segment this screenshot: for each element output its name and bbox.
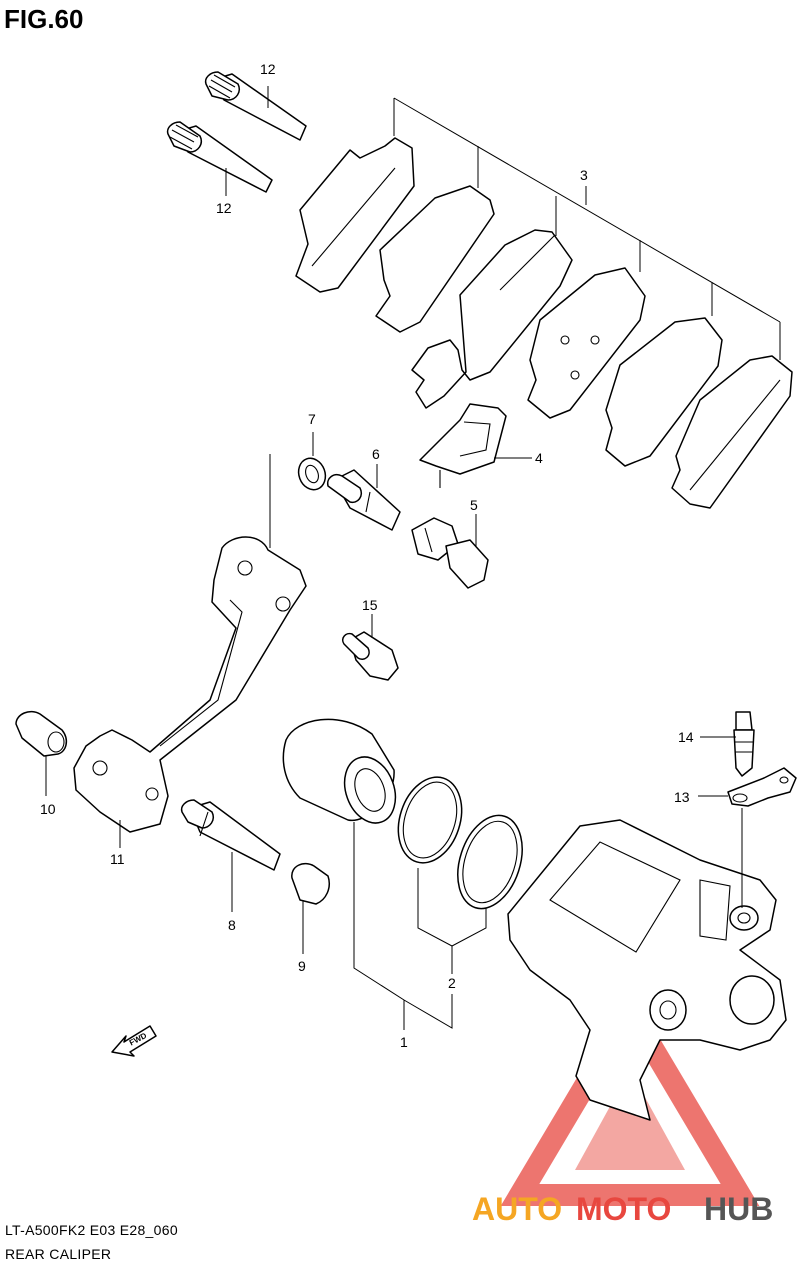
callout-6: 6 — [372, 446, 380, 462]
callout-9: 9 — [298, 958, 306, 974]
pad-3 — [527, 267, 646, 419]
bolt-15 — [341, 631, 399, 681]
callout-14: 14 — [678, 729, 694, 745]
piston-1 — [282, 718, 397, 824]
figure-title: FIG.60 — [4, 4, 84, 34]
bleeder-valve-14 — [733, 711, 755, 777]
callout-13: 13 — [674, 789, 690, 805]
pad-shim-1 — [295, 137, 415, 293]
callout-12-lower: 12 — [216, 200, 232, 216]
caliper-bracket-11 — [73, 536, 307, 833]
callout-11: 11 — [110, 851, 125, 867]
model-code: LT-A500FK2 E03 E28_060 — [5, 1222, 178, 1238]
boot-9 — [291, 862, 330, 905]
callout-4: 4 — [535, 450, 543, 466]
watermark-logo-icon — [500, 988, 760, 1206]
section-title: REAR CALIPER — [5, 1246, 112, 1262]
callout-3: 3 — [580, 167, 588, 183]
caliper-body — [507, 819, 787, 1121]
pin-12-upper — [204, 71, 307, 141]
callout-12-upper: 12 — [260, 61, 276, 77]
washer-7 — [297, 457, 327, 491]
leader-lines — [45, 86, 781, 1030]
bolt-5 — [411, 517, 489, 589]
pad-4 — [605, 317, 723, 467]
callout-2: 2 — [448, 975, 456, 991]
pin-12-lower — [166, 121, 273, 193]
callout-7: 7 — [308, 411, 316, 427]
pad-spring-4 — [419, 403, 507, 488]
pad-2 — [411, 229, 573, 409]
callout-10: 10 — [40, 801, 56, 817]
seals-2 — [397, 776, 523, 910]
boot-10 — [15, 710, 68, 757]
banjo-tab-13 — [727, 767, 797, 807]
watermark-text: AUTO MOTO HUB — [472, 1191, 773, 1227]
watermark-hub: HUB — [704, 1191, 773, 1227]
pad-shim-2 — [671, 355, 793, 509]
pad-1 — [375, 185, 495, 333]
callout-15: 15 — [362, 597, 378, 613]
watermark-moto: MOTO — [576, 1191, 671, 1227]
fwd-arrow-icon: FWD — [111, 1025, 157, 1057]
callout-5: 5 — [470, 497, 478, 513]
callout-8: 8 — [228, 917, 236, 933]
watermark-auto: AUTO — [472, 1191, 562, 1227]
callout-1: 1 — [400, 1034, 408, 1050]
slide-pin-6 — [326, 469, 401, 531]
guide-pin-8 — [180, 799, 281, 871]
